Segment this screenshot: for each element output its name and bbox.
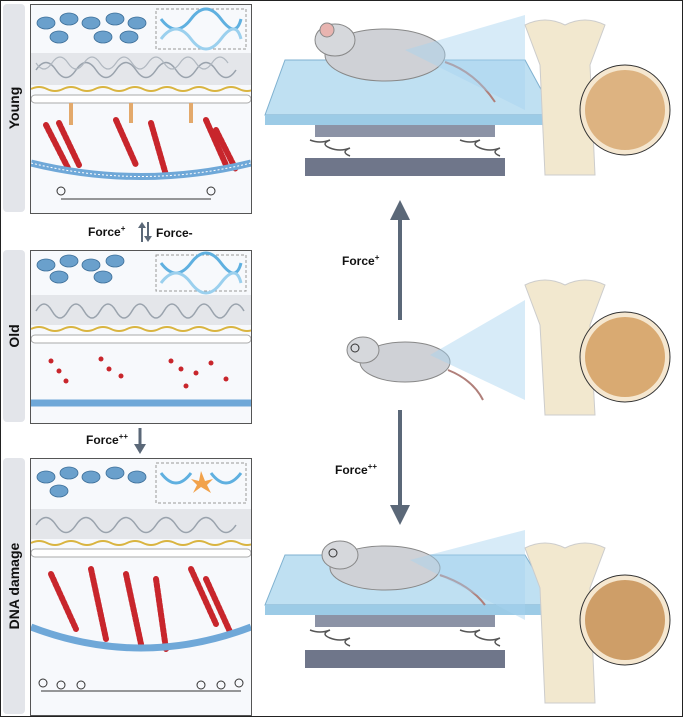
down-arrow-left-icon xyxy=(134,428,146,454)
bone-top xyxy=(524,19,671,176)
young-tab: Young xyxy=(3,4,25,212)
right-illustration xyxy=(264,15,671,704)
zoom-beam-top xyxy=(405,15,525,110)
young-mouse-top xyxy=(314,22,496,103)
dna-damage-tab: DNA damage xyxy=(3,458,25,714)
zoom-beam-bottom xyxy=(410,530,525,620)
dna-damage-mouse-bottom xyxy=(321,540,486,606)
bone-middle xyxy=(524,279,671,416)
force-plus-label-right: Force+ xyxy=(342,253,380,268)
force-plus-label-left: Force+ xyxy=(88,224,126,239)
young-cell-illustration xyxy=(31,7,251,200)
force-minus-label: Force- xyxy=(156,226,193,240)
zoom-beam-middle xyxy=(430,300,525,400)
down-arrow-icon xyxy=(390,410,410,525)
force-pp-label-left: Force++ xyxy=(86,432,129,447)
dna-damage-cell-illustration xyxy=(31,462,251,692)
dna-damage-panel xyxy=(30,458,252,716)
old-tab: Old xyxy=(3,250,25,422)
old-panel xyxy=(30,250,252,424)
young-label: Young xyxy=(6,86,22,130)
force-pp-label-right: Force++ xyxy=(335,462,378,477)
old-label: Old xyxy=(6,324,22,348)
old-mouse-middle xyxy=(346,336,484,401)
dna-damage-label: DNA damage xyxy=(6,542,22,630)
old-cell-illustration xyxy=(31,251,251,407)
vibration-platform-top xyxy=(264,59,556,176)
young-panel xyxy=(30,4,252,214)
bone-bottom xyxy=(524,542,671,704)
bidirectional-arrow-icon xyxy=(138,222,152,242)
up-arrow-icon xyxy=(390,200,410,320)
